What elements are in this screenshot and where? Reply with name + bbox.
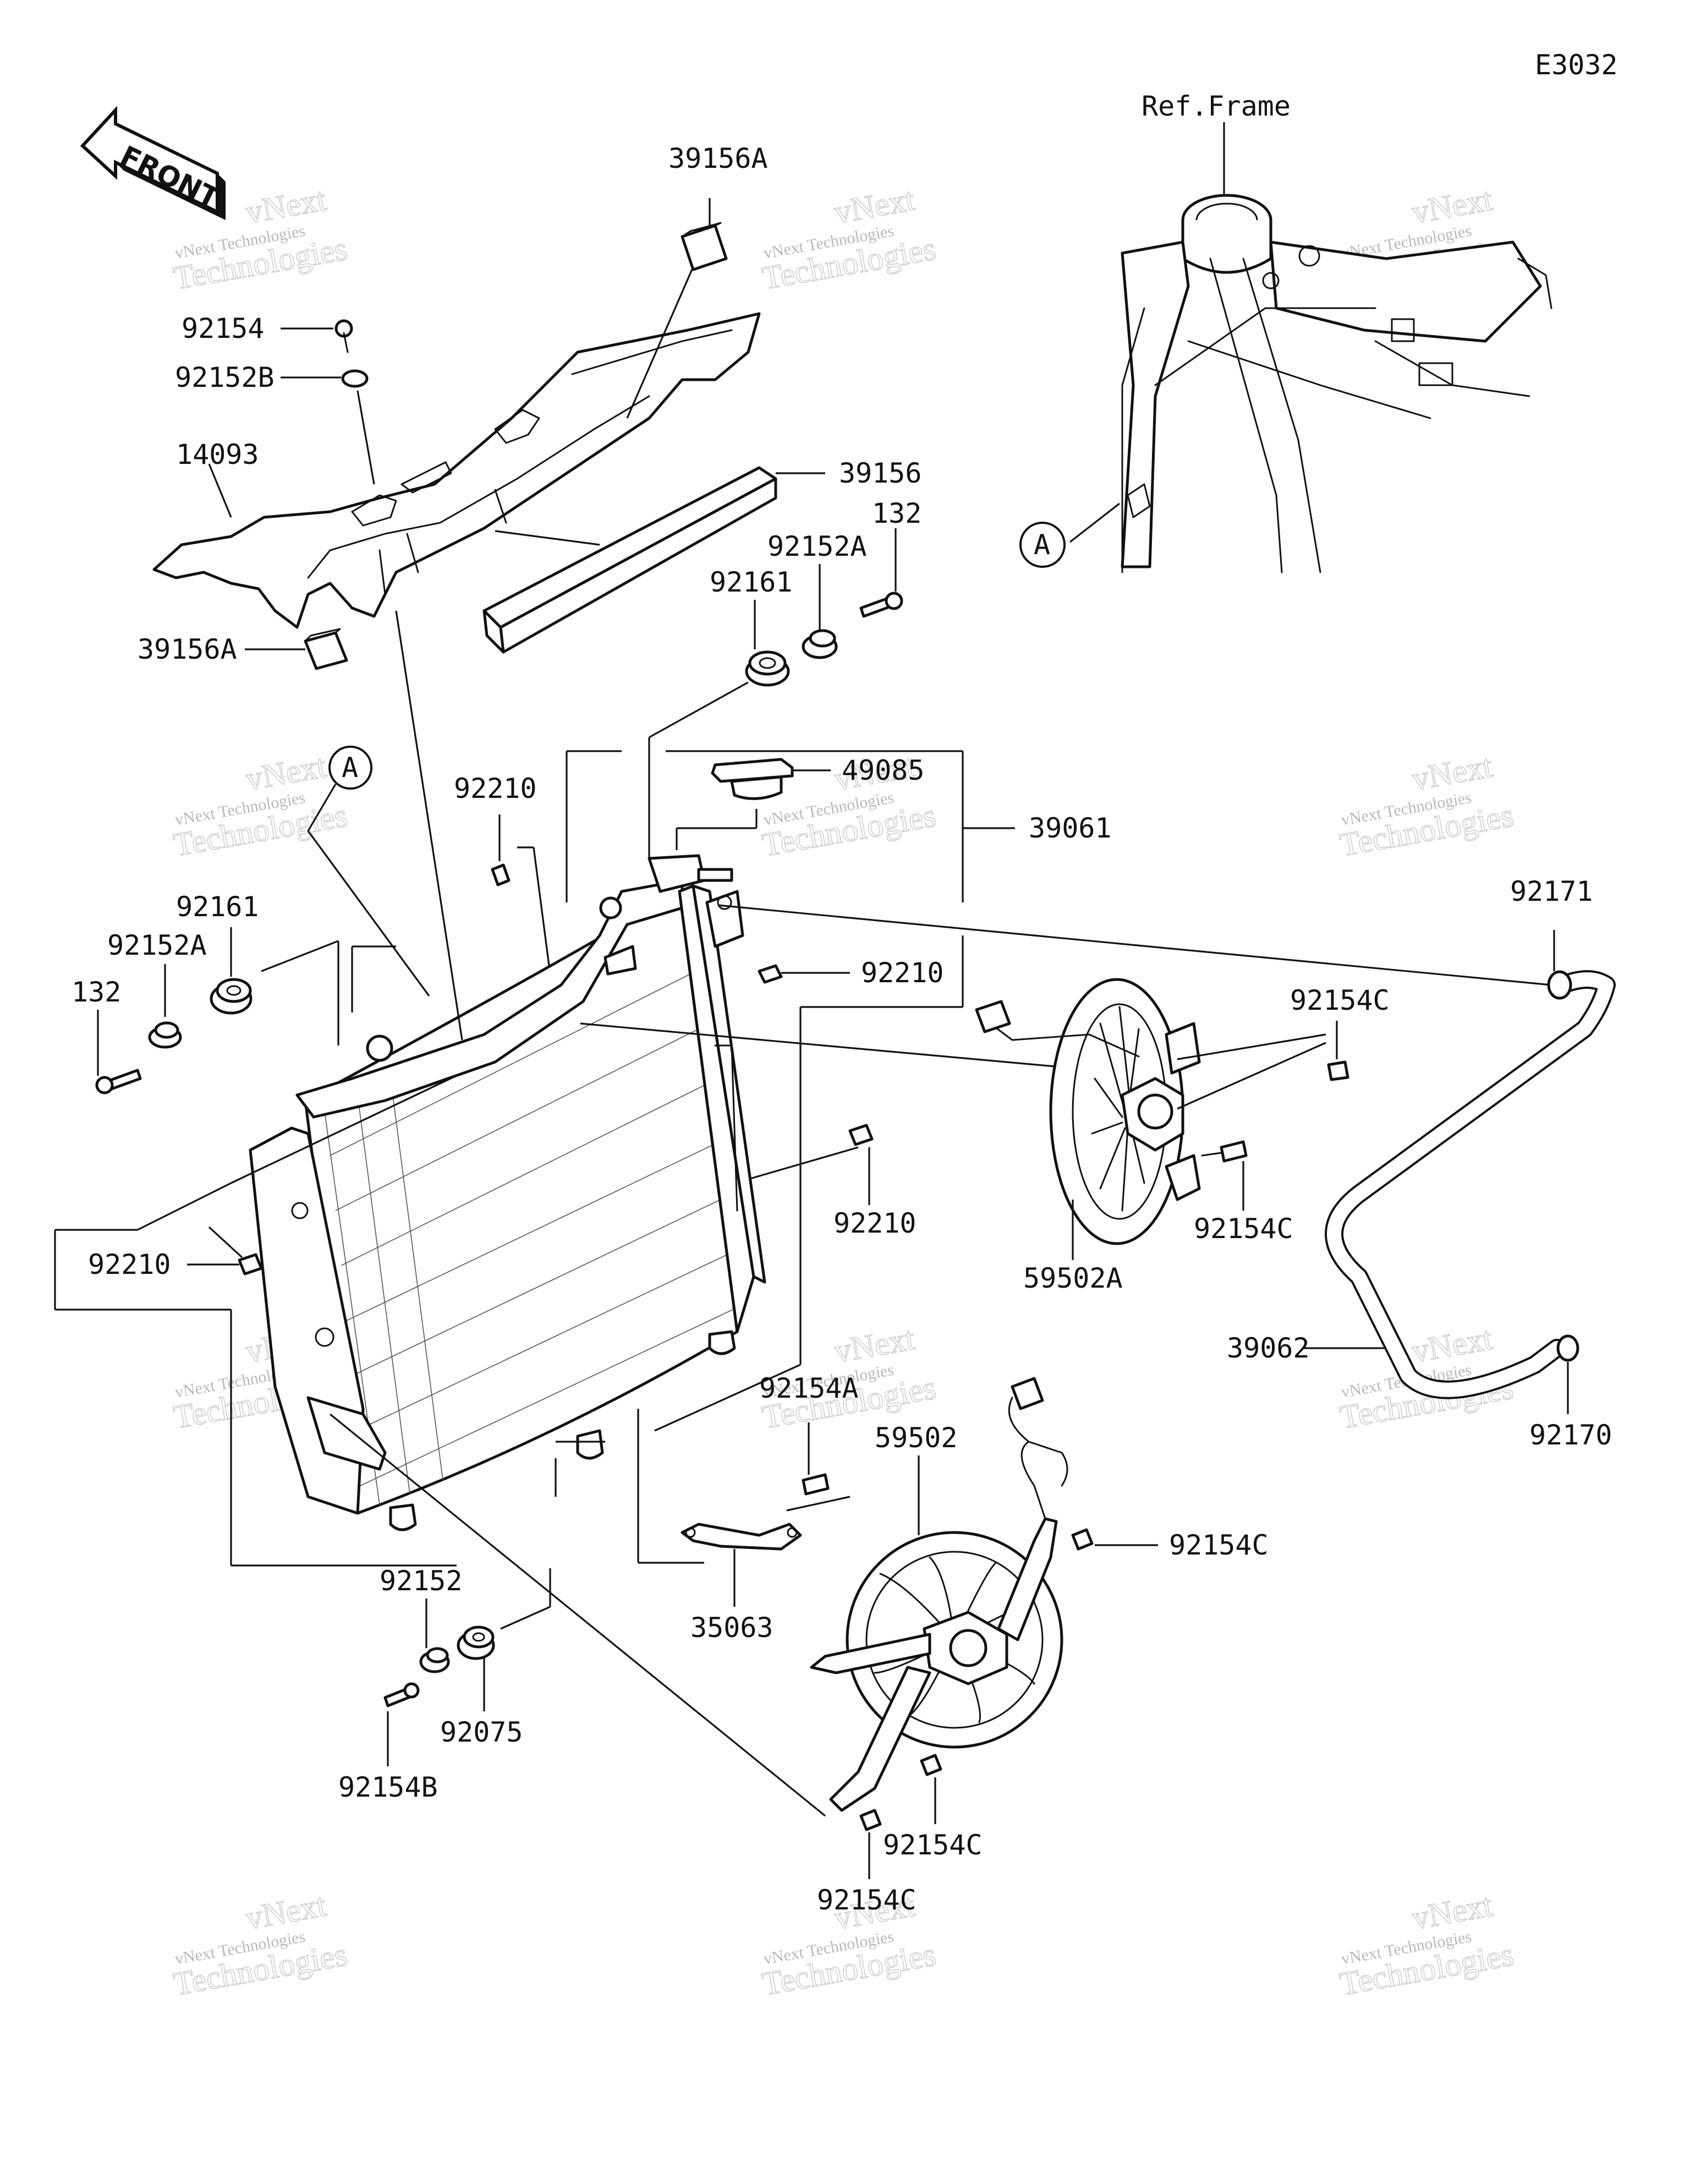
label-92152B: 92152B — [175, 362, 275, 393]
svg-text:vNext: vNext — [243, 1887, 329, 1937]
radiator-39061 — [249, 854, 766, 1531]
svg-text:vNext: vNext — [832, 181, 918, 231]
clamp-92171: 92171 — [1510, 875, 1593, 1000]
pad-39156A-lower: 39156A — [138, 628, 348, 670]
bushing-92161-top: 92161 — [648, 566, 793, 858]
reference-frame: Ref.Frame A — [1019, 90, 1552, 573]
label-92161-left: 92161 — [176, 891, 259, 923]
label-92152A-left: 92152A — [107, 929, 207, 961]
label-59502: 59502 — [875, 1422, 958, 1454]
clip-92210-mid: 92210 — [758, 957, 944, 989]
label-92152: 92152 — [380, 1565, 463, 1597]
svg-text:vNext: vNext — [1409, 1887, 1495, 1937]
label-132-left: 132 — [72, 976, 121, 1008]
label-92154C-d: 92154C — [883, 1829, 983, 1861]
stay-35063: 35063 — [681, 1523, 802, 1644]
clip-92210-left: 92210 — [88, 1226, 263, 1280]
pad-39156A-top: 39156A — [626, 143, 768, 419]
ref-marker-a-left: A — [307, 746, 430, 997]
bushing-92161-left: 92161 — [176, 891, 339, 1046]
clip-92210-center: 92210 — [833, 1124, 917, 1239]
bolt-92154: 92154 — [182, 313, 353, 353]
clamp-92170: 92170 — [1529, 1334, 1612, 1451]
label-49085: 49085 — [842, 754, 925, 786]
label-35063: 35063 — [690, 1612, 773, 1644]
label-92210-upper: 92210 — [454, 773, 537, 804]
label-92154: 92154 — [182, 313, 265, 344]
label-92210-center: 92210 — [833, 1207, 917, 1239]
label-group-14093: 14093 — [176, 439, 259, 518]
ref-marker-a-left-label: A — [342, 752, 358, 784]
bolt-92154C-b: 92154C — [1194, 1140, 1293, 1245]
label-92154C-b: 92154C — [1194, 1213, 1293, 1245]
label-39061: 39061 — [1029, 812, 1112, 844]
radiator-cover-14093 — [152, 312, 761, 629]
nut-92154C-c: 92154C — [1071, 1528, 1269, 1561]
nut-92154C-e: 92154C — [817, 1809, 917, 1916]
label-92154C-a: 92154C — [1290, 984, 1390, 1016]
bolt-132-left: 132 — [72, 976, 142, 1094]
label-92152A-top: 92152A — [767, 530, 867, 562]
bushing-92075: 92075 — [440, 1568, 551, 1748]
ref-marker-a: A — [1034, 529, 1050, 561]
nut-92154C-d: 92154C — [883, 1754, 983, 1861]
svg-text:vNext: vNext — [832, 1320, 918, 1370]
fan-59502: 59502 — [810, 1377, 1068, 1812]
bolt-92154A: 92154A — [759, 1372, 859, 1512]
svg-text:vNext: vNext — [1409, 181, 1495, 231]
label-92154A: 92154A — [759, 1372, 859, 1404]
bolt-92154B: 92154B — [338, 1682, 438, 1803]
label-92210-left: 92210 — [88, 1249, 171, 1280]
ref-marker-circle — [1019, 522, 1066, 568]
label-39062: 39062 — [1227, 1332, 1310, 1364]
hose-39062: 39062 — [1227, 970, 1616, 1399]
grommet-92152A-top: 92152A — [767, 530, 867, 659]
watermark-12: vNext Technologies vNext Technologies — [1337, 1886, 1517, 2003]
label-92154C-c: 92154C — [1169, 1529, 1269, 1561]
front-arrow-icon: FRONT — [80, 106, 226, 220]
fan-59502A: 59502A — [975, 978, 1201, 1294]
watermark-6: vNext Technologies vNext Technologies — [1337, 747, 1517, 864]
watermark-10: vNext Technologies vNext Technologies — [171, 1886, 350, 2003]
label-92161-top: 92161 — [710, 566, 793, 598]
label-92170: 92170 — [1529, 1419, 1612, 1451]
svg-text:vNext: vNext — [243, 748, 329, 798]
label-92171: 92171 — [1510, 875, 1593, 907]
grommet-92152A-left: 92152A — [107, 929, 207, 1049]
strip-39156: 39156 — [482, 457, 922, 654]
bolt-132-top: 132 — [859, 497, 921, 618]
label-92210-mid: 92210 — [861, 957, 944, 989]
bracket-39061: 39061 — [566, 750, 1112, 1008]
label-39156A-top: 39156A — [668, 143, 768, 174]
grommet-92152B: 92152B — [175, 362, 375, 485]
svg-text:vNext: vNext — [1409, 1320, 1495, 1370]
radiator-cap-49085: 49085 — [676, 754, 925, 850]
svg-text:vNext: vNext — [1409, 748, 1495, 798]
label-14093: 14093 — [176, 439, 259, 470]
label-132-top: 132 — [872, 497, 921, 529]
watermark-2: vNext Technologies vNext Technologies — [759, 180, 939, 297]
diagram-code: E3032 — [1535, 49, 1618, 81]
ref-frame-label: Ref.Frame — [1142, 90, 1291, 122]
leader-lines — [54, 610, 1552, 1817]
label-39156: 39156 — [839, 457, 922, 489]
label-92154C-e: 92154C — [817, 1884, 917, 1916]
label-92075: 92075 — [440, 1716, 523, 1748]
svg-text:vNext: vNext — [243, 181, 329, 231]
watermark-4: vNext Technologies vNext Technologies — [171, 747, 350, 864]
nut-92154C-a: 92154C — [1177, 984, 1390, 1110]
label-92154B: 92154B — [338, 1771, 438, 1803]
label-39156A-lower: 39156A — [138, 633, 237, 665]
label-59502A: 59502A — [1023, 1262, 1123, 1294]
washer-92152: 92152 — [380, 1565, 463, 1673]
